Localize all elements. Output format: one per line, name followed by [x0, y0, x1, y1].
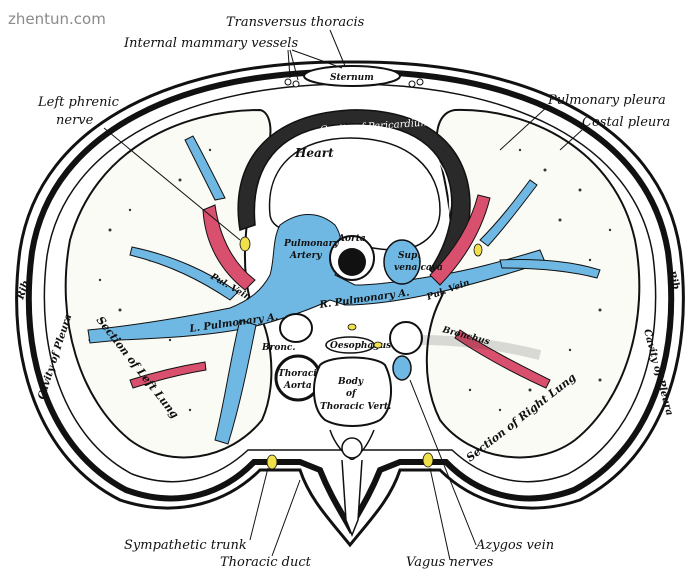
label-costal-pleura: Costal pleura	[582, 115, 670, 130]
oesophagus-label: Oesophagus	[330, 341, 391, 351]
pulmonary-artery-label-1: Pulmonary	[283, 239, 339, 249]
watermark: zhentun.com	[8, 10, 106, 28]
leader-lines	[103, 29, 583, 561]
bronchi: Bronc. Bronchus	[261, 313, 542, 360]
aorta-label: Aorta	[337, 234, 366, 244]
label-transversus-thoracis: Transversus thoracis	[226, 15, 365, 30]
nerves	[239, 236, 483, 470]
sternum: Sternum	[303, 65, 401, 87]
heart-label: Heart	[294, 146, 334, 160]
pulmonary-veins	[129, 194, 551, 389]
oesophagus: Oesophagus	[325, 336, 391, 354]
svc-label-2: vena cava	[394, 263, 443, 273]
thoracic-aorta-label-2: Aorta	[283, 381, 312, 391]
azygos-vein	[392, 355, 412, 381]
internal-mammary-vessels	[284, 78, 424, 88]
thoracic-aorta-label-1: Thoracic	[278, 369, 323, 379]
vertebra-label-1: Body	[337, 377, 364, 387]
vagus-nerve-2	[373, 341, 383, 349]
label-left-phrenic-1: Left phrenic	[37, 95, 120, 110]
bronchus-left-label: Bronc.	[261, 343, 296, 353]
sympathetic-trunk-left	[266, 454, 278, 470]
label-thoracic-duct: Thoracic duct	[220, 555, 312, 570]
aorta: Aorta	[329, 234, 375, 281]
label-vagus-nerves: Vagus nerves	[406, 555, 494, 570]
label-left-phrenic-2: nerve	[56, 113, 94, 128]
label-pulmonary-pleura: Pulmonary pleura	[547, 93, 666, 108]
label-internal-mammary-vessels: Internal mammary vessels	[123, 36, 298, 51]
phrenic-nerve-right	[473, 243, 483, 257]
svc-label-1: Sup.	[398, 251, 420, 261]
thoracic-vertebra: Body of Thoracic Vert.	[313, 356, 392, 538]
pulmonary-artery-label-2: Artery	[289, 251, 322, 261]
sympathetic-trunk-right	[422, 452, 434, 468]
label-azygos-vein: Azygos vein	[475, 538, 554, 553]
label-sympathetic-trunk: Sympathetic trunk	[124, 538, 247, 553]
vertebra-label-2: of	[346, 389, 358, 399]
vagus-nerve-1	[347, 323, 357, 331]
pulmonary-arteries	[87, 135, 601, 445]
sternum-label: Sternum	[330, 73, 374, 83]
phrenic-nerve-left	[239, 236, 251, 252]
superior-vena-cava: Sup. vena cava	[383, 239, 443, 285]
vertebra-label-3: Thoracic Vert.	[320, 402, 391, 412]
